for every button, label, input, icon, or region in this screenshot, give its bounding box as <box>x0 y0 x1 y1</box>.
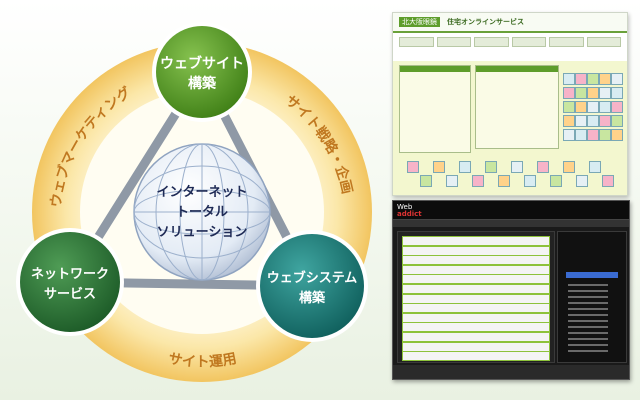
screenshot-footer <box>393 365 629 379</box>
node-web-system-line-1: ウェブシステム <box>267 270 358 286</box>
screenshot-tree-item <box>568 284 608 286</box>
screenshot-tile <box>611 129 623 141</box>
screenshot-tile <box>575 101 587 113</box>
screenshot-tile <box>575 87 587 99</box>
center-text-line-3: ソリューション <box>157 225 248 240</box>
screenshot-row <box>402 332 550 342</box>
screenshot-tile <box>407 161 419 173</box>
screenshot-tile <box>576 175 588 187</box>
node-web-system: ウェブシステム 構築 <box>256 230 368 342</box>
screenshot-logo: 北大阪眼鏡 <box>399 17 440 27</box>
node-network-line-2: サービス <box>44 286 96 302</box>
screenshot-tile <box>575 115 587 127</box>
screenshot-tree-item <box>568 344 608 346</box>
screenshot-tree-item <box>568 308 608 310</box>
screenshot-panel-middle <box>475 65 559 149</box>
screenshot-tile <box>587 115 599 127</box>
screenshot-row <box>402 351 550 362</box>
online-service-screenshot: 北大阪眼鏡 住宅オンラインサービス <box>392 12 628 196</box>
screenshot-row <box>402 322 550 333</box>
ring-label-bottom: サイト運用 <box>167 351 238 371</box>
screenshot-tile <box>589 161 601 173</box>
solution-diagram: インターネット トータル ソリューション ウェブマーケティング サイト戦略・企画… <box>16 22 372 382</box>
node-network-line-1: ネットワーク <box>31 267 109 282</box>
web-addict-logo: Web addict <box>397 203 422 218</box>
screenshot-tree-item <box>568 296 608 298</box>
screenshot-row <box>402 264 550 275</box>
screenshot-tile <box>602 175 614 187</box>
screenshot-row <box>402 274 550 285</box>
screenshot-tile <box>563 115 575 127</box>
globe-icon <box>133 143 271 281</box>
screenshot-tile <box>575 73 587 85</box>
screenshot-tile <box>420 175 432 187</box>
center-text-line-2: トータル <box>176 205 228 220</box>
screenshot-topbar: Web addict <box>393 201 629 220</box>
screenshot-tile <box>575 129 587 141</box>
screenshot-tree-item <box>568 338 608 340</box>
screenshot-tree-item <box>568 320 608 322</box>
node-web-system-line-2: 構築 <box>299 290 326 306</box>
screenshot-tile <box>611 115 623 127</box>
screenshot-tile <box>563 101 575 113</box>
screenshot-tile <box>599 87 611 99</box>
screenshot-row <box>402 255 550 266</box>
screenshot-tree-item <box>568 314 608 316</box>
screenshot-tree-item <box>568 332 608 334</box>
screenshot-nav <box>399 37 621 47</box>
screenshot-panel-left <box>399 65 471 153</box>
screenshot-tree-item <box>568 350 608 352</box>
screenshot-body <box>393 61 627 195</box>
screenshot-tree-item <box>568 302 608 304</box>
screenshot-header: 北大阪眼鏡 住宅オンラインサービス <box>393 13 627 33</box>
screenshot-tile <box>537 161 549 173</box>
center-text-line-1: インターネット <box>156 185 247 200</box>
screenshot-tile <box>433 161 445 173</box>
screenshot-tile <box>611 101 623 113</box>
screenshot-tile <box>611 73 623 85</box>
screenshot-tile <box>599 73 611 85</box>
screenshot-tile <box>587 73 599 85</box>
screenshot-tile <box>524 175 536 187</box>
web-addict-screenshot: Web addict <box>392 200 630 380</box>
screenshot-tile <box>446 175 458 187</box>
screenshot-editor <box>397 231 555 363</box>
screenshot-row <box>402 341 550 352</box>
screenshot-tile <box>587 87 599 99</box>
screenshot-title: 住宅オンラインサービス <box>447 18 524 26</box>
screenshot-row <box>402 236 550 246</box>
node-network: ネットワーク サービス <box>16 228 124 336</box>
screenshot-tile <box>498 175 510 187</box>
screenshot-tile <box>550 175 562 187</box>
screenshot-tile <box>563 87 575 99</box>
screenshot-tile <box>599 101 611 113</box>
screenshot-tile <box>511 161 523 173</box>
screenshot-row <box>402 245 550 256</box>
node-web-site-line-1: ウェブサイト <box>160 55 244 72</box>
screenshot-tree-item <box>568 326 608 328</box>
screenshot-tile <box>587 101 599 113</box>
screenshot-tile <box>611 87 623 99</box>
screenshot-row <box>402 293 550 304</box>
screenshot-row <box>402 312 550 323</box>
screenshot-selected-item <box>566 272 618 278</box>
screenshot-tile <box>563 161 575 173</box>
screenshot-row <box>402 284 550 294</box>
screenshot-tile <box>563 73 575 85</box>
screenshot-tree-item <box>568 290 608 292</box>
screenshot-tile <box>459 161 471 173</box>
screenshot-tile <box>485 161 497 173</box>
node-web-site: ウェブサイト 構築 <box>152 22 252 122</box>
screenshot-tile <box>599 129 611 141</box>
screenshot-tile <box>599 115 611 127</box>
screenshot-tile <box>587 129 599 141</box>
screenshot-toolbar <box>393 220 629 227</box>
screenshot-sidebar <box>557 231 627 363</box>
screenshot-tile <box>472 175 484 187</box>
node-web-site-line-2: 構築 <box>188 75 217 92</box>
screenshot-row <box>402 303 550 314</box>
screenshot-tile <box>563 129 575 141</box>
